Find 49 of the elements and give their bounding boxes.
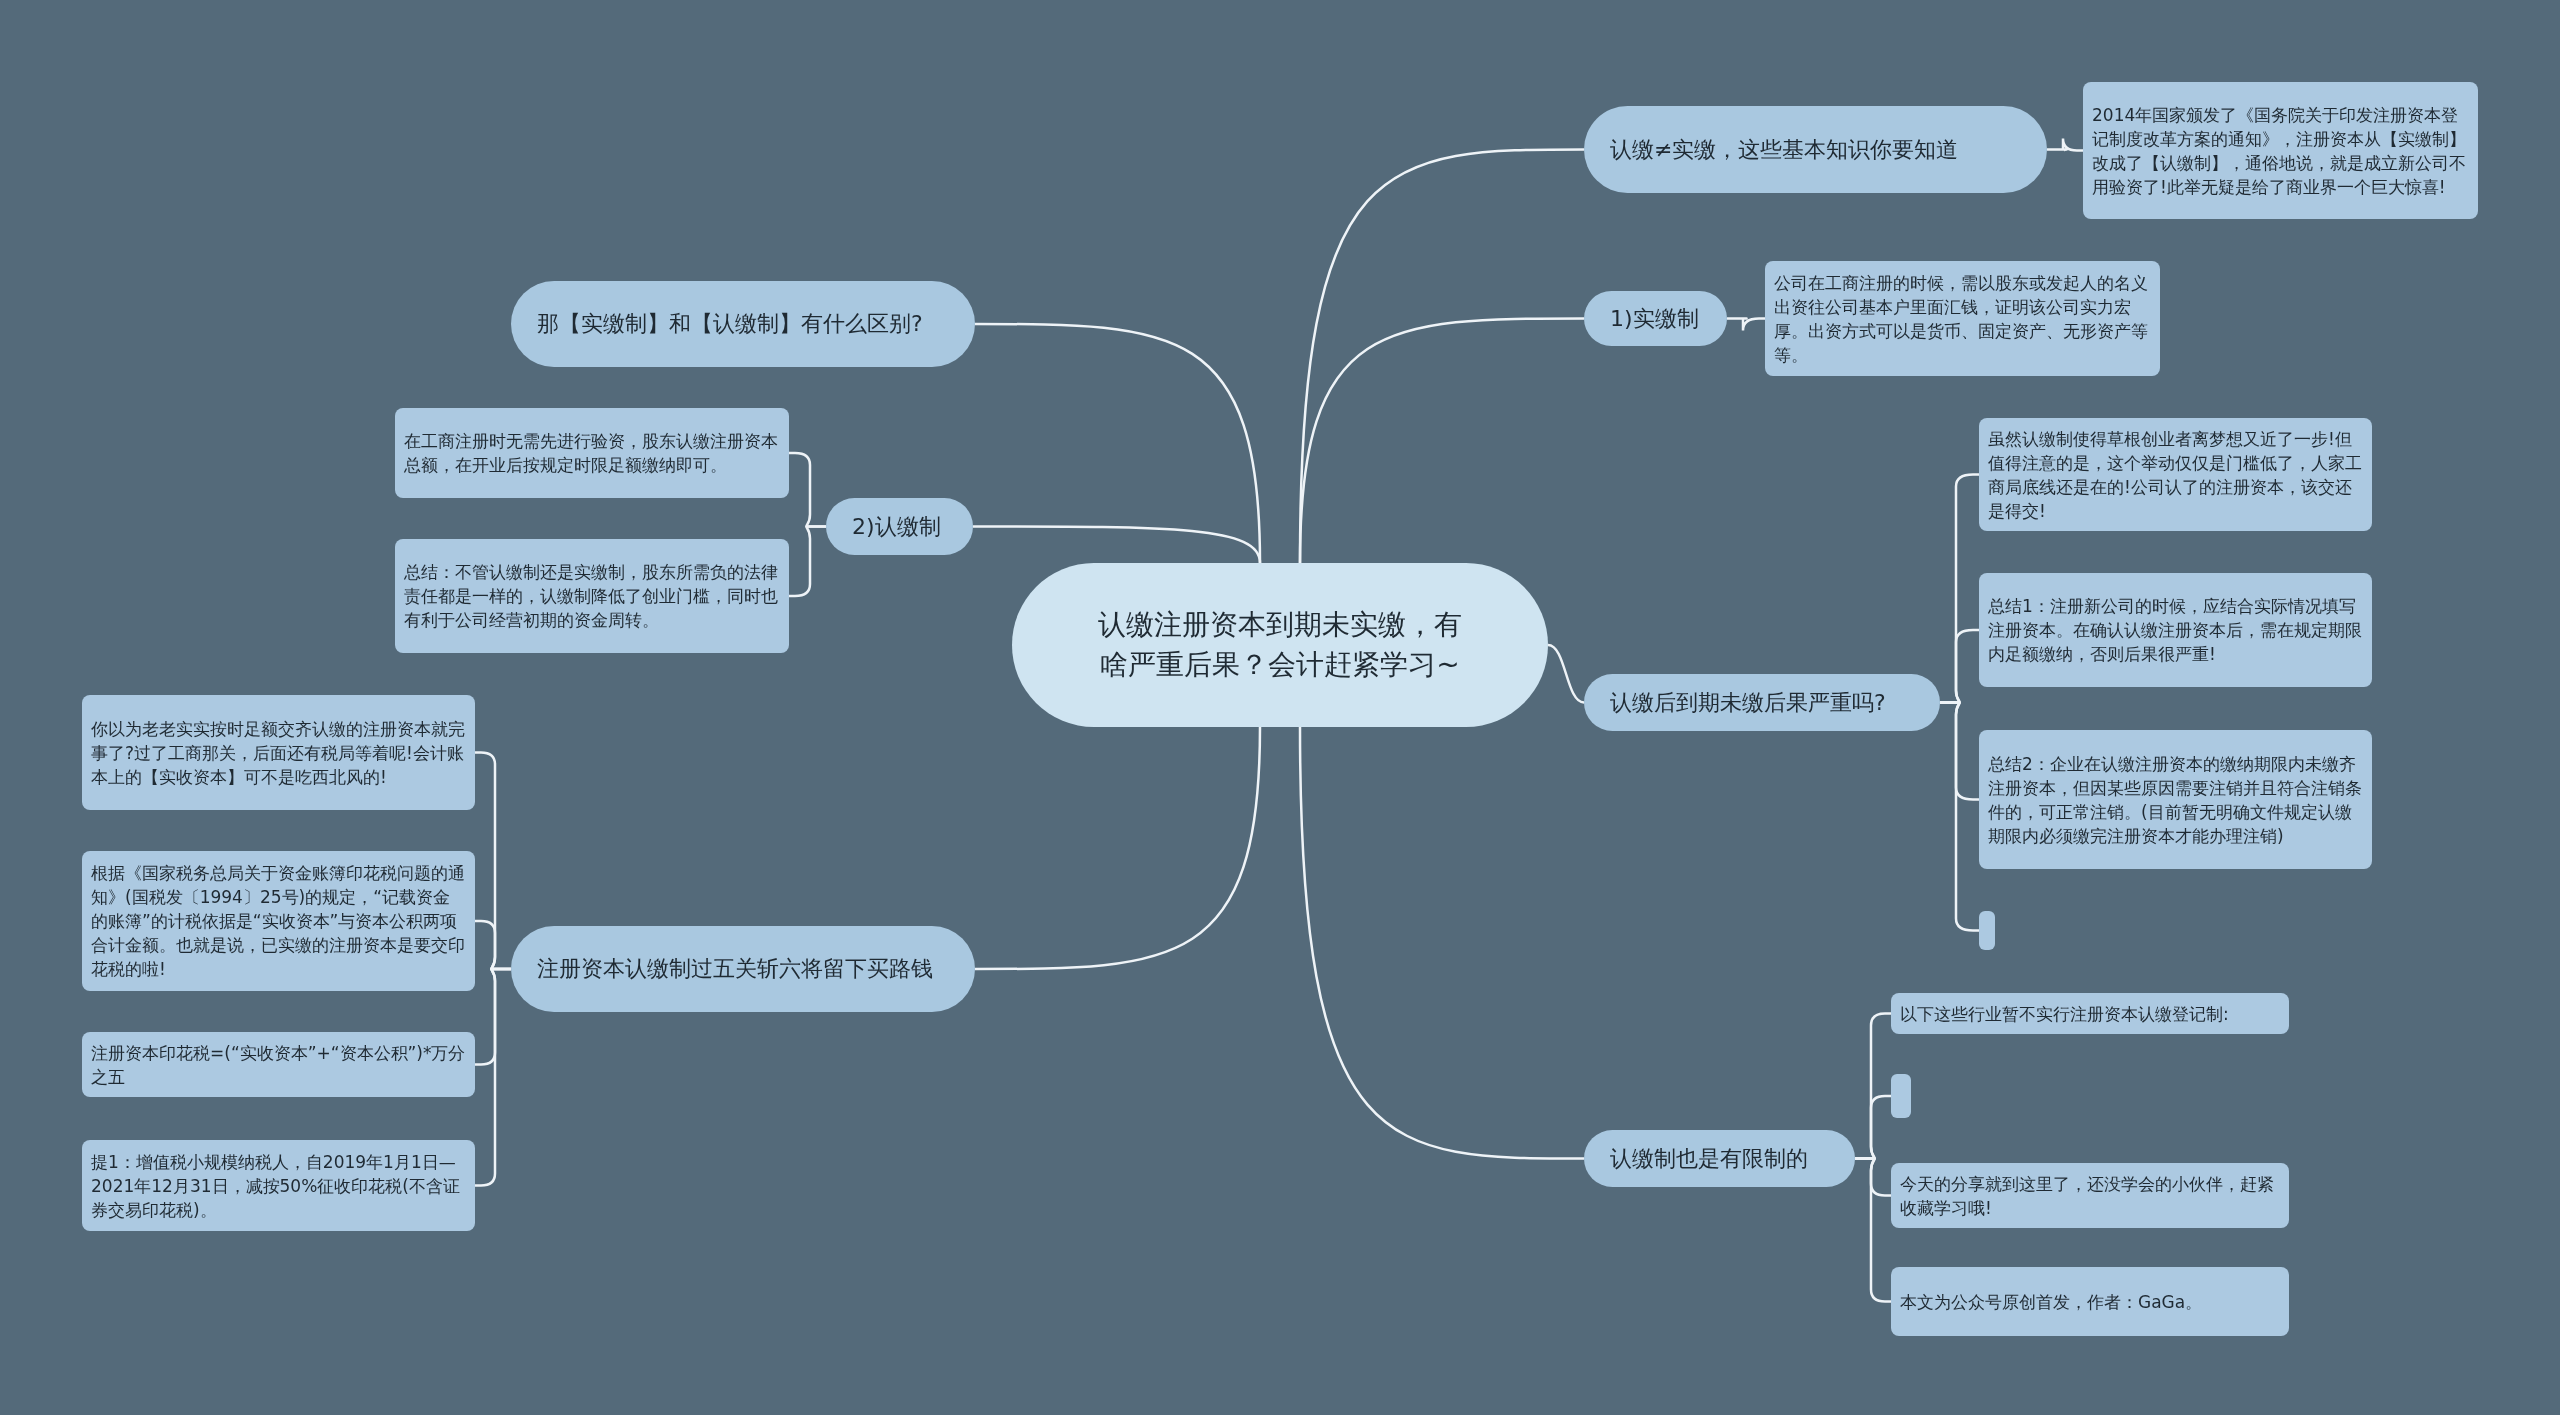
topic-text: 注册资本印花税=(“实收资本”+“资本公积”)*万分之五 (91, 1041, 466, 1089)
note-card (82, 1140, 475, 1231)
topic-text: 2)认缴制 (852, 512, 942, 541)
topic-text: 认缴≠实缴，这些基本知识你要知道 (1610, 135, 1960, 164)
connector-line (973, 525, 1262, 564)
topic-text: 今天的分享就到这里了，还没学会的小伙伴，赶紧收藏学习哦! (1900, 1172, 2275, 1220)
topic-bubble (1584, 1130, 1855, 1187)
note-card (82, 695, 475, 810)
topic-text: 你以为老老实实按时足额交齐认缴的注册资本就完事了?过了工商那关，后面还有税局等着呢!会计账本上的【实收资本】可不是吃西北风的! (91, 717, 466, 789)
empty-note-card (1979, 911, 1995, 950)
note-card (395, 408, 789, 498)
topic-text: 认缴制也是有限制的 (1610, 1144, 1809, 1173)
connector-line (975, 726, 1262, 971)
note-card (1891, 1163, 2289, 1228)
topic-text: 总结1：注册新公司的时候，应结合实际情况填写注册资本。在确认认缴注册资本后，需在规定期限内足额缴纳，否则后果很严重! (1988, 595, 2363, 666)
topic-text: 认缴后到期未缴后果严重吗? (1610, 688, 1887, 717)
topic-text: 总结：不管认缴制还是实缴制，股东所需负的法律责任都是一样的，认缴制降低了创业门槛，同时也有利于公司经营初期的资金周转。 (404, 561, 779, 632)
topic-text: 1)实缴制 (1610, 304, 1700, 333)
topic-text: 虽然认缴制使得草根创业者离梦想又近了一步!但值得注意的是，这个举动仅仅是门槛低了，人家工商局底线还是在的!公司认了的注册资本，该交还是得交! (1988, 427, 2363, 523)
topic-text: 认缴注册资本到期未实缴，有啥严重后果？会计赶紧学习~ (1097, 607, 1463, 683)
topic-text: 提1：增值税小规模纳税人，自2019年1月1日—2021年12月31日，减按50%征收印花税(不含证券交易印花税)。 (91, 1150, 461, 1222)
topic-text: 本文为公众号原创首发，作者：GaGa。 (1900, 1290, 2204, 1314)
topic-text: 根据《国家税务总局关于资金账簿印花税问题的通知》(国税发〔1994〕25号)的规定，“记载资金的账簿”的计税依据是“实收资本”与资本公积两项合计金额。也就是说，已实缴的注册资本是要交印花税的啦! (91, 862, 466, 981)
note-card (1891, 1267, 2289, 1336)
topic-bubble (826, 498, 973, 555)
connector-line (2047, 137, 2083, 152)
note-card (1979, 730, 2372, 869)
note-card (1979, 573, 2372, 687)
connector-line (1298, 317, 1584, 564)
note-card (2083, 82, 2478, 219)
note-card (1765, 261, 2160, 376)
connector-line (1298, 726, 1584, 1160)
topic-text: 那【实缴制】和【认缴制】有什么区别? (537, 310, 924, 338)
note-card (82, 851, 475, 991)
empty-note-card (1891, 1074, 1911, 1118)
connector-line (1727, 317, 1765, 332)
topic-text: 公司在工商注册的时候，需以股东或发起人的名义出资往公司基本户里面汇钱，证明该公司实力宏厚。出资方式可以是货币、固定资产、无形资产等等。 (1774, 271, 2149, 367)
topic-text: 以下这些行业暂不实行注册资本认缴登记制: (1900, 1002, 2230, 1026)
topic-text: 注册资本认缴制过五关斩六将留下买路钱 (537, 955, 934, 983)
note-card (395, 539, 789, 653)
note-card (1891, 993, 2289, 1034)
note-card (82, 1032, 475, 1097)
topic-text: 在工商注册时无需先进行验资，股东认缴注册资本总额，在开业后按规定时限足额缴纳即可。 (404, 430, 779, 477)
topic-text: 2014年国家颁发了《国务院关于印发注册资本登记制度改革方案的通知》，注册资本从【实缴制】改成了【认缴制】，通俗地说，就是成立新公司不用验资了!此举无疑是给了商业界一个巨大惊喜! (2092, 103, 2467, 199)
topic-bubble (1584, 291, 1727, 346)
topic-text: 总结2：企业在认缴注册资本的缴纳期限内未缴齐注册资本，但因某些原因需要注销并且符合注销条件的，可正常注销。(目前暂无明确文件规定认缴期限内必须缴完注册资本才能办理注销) (1988, 752, 2363, 848)
note-card (1979, 418, 2372, 531)
connector-line (1547, 643, 1585, 704)
topic-bubble (1584, 674, 1940, 731)
